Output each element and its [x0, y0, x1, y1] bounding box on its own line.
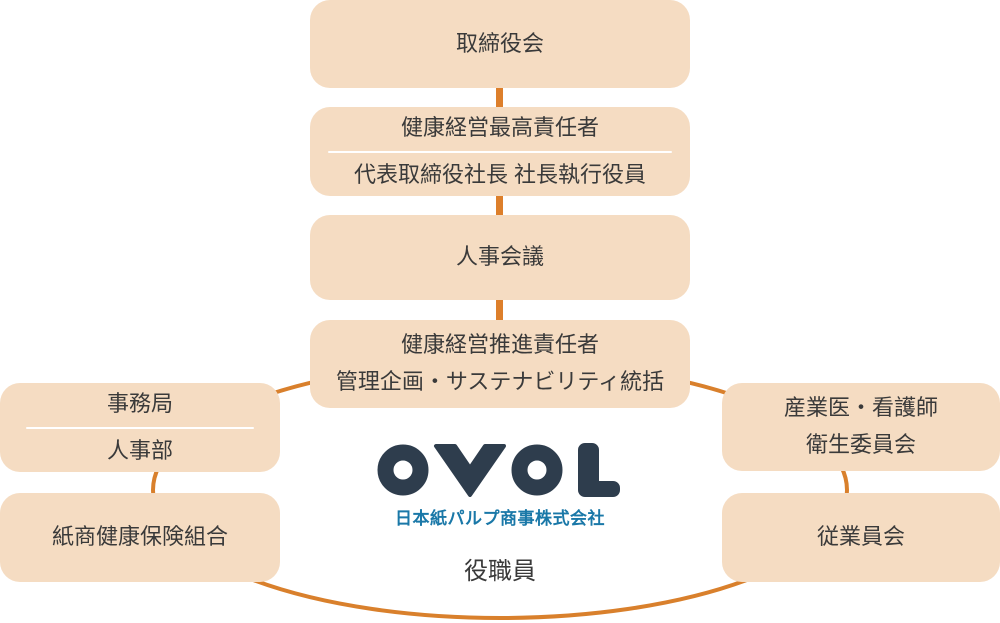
divider: [26, 426, 254, 429]
box-subtitle: 代表取締役社長 社長執行役員: [353, 161, 647, 187]
box-title: 健康経営推進責任者: [400, 332, 599, 358]
box-title: 健康経営最高責任者: [400, 114, 599, 140]
box-industrial-physician: 産業医・看護師 衛生委員会: [722, 383, 1000, 471]
box-line2: 衛生委員会: [805, 432, 916, 457]
connector-board-to-chief: [496, 87, 503, 108]
box-label: 取締役会: [455, 30, 544, 56]
box-secretariat: 事務局 人事部: [0, 383, 280, 472]
box-label: 紙商健康保険組合: [51, 524, 228, 550]
box-label: 従業員会: [816, 524, 905, 550]
box-line1: 産業医・看護師: [783, 395, 938, 421]
connector-chief-to-hr: [496, 195, 503, 216]
box-subtitle: 管理企画・サステナビリティ統括: [335, 369, 665, 394]
box-chief-health-officer: 健康経営最高責任者 代表取締役社長 社長執行役員: [310, 107, 690, 196]
connector-hr-to-promoter: [496, 299, 503, 321]
box-employee-association: 従業員会: [722, 493, 1000, 582]
box-insurance-union: 紙商健康保険組合: [0, 493, 280, 582]
box-hr-meeting: 人事会議: [310, 215, 690, 300]
ovol-logo: [377, 441, 623, 497]
divider: [328, 150, 672, 153]
box-label: 人事会議: [455, 244, 544, 270]
box-subtitle: 人事部: [106, 437, 173, 463]
ovol-logo-icon: [377, 443, 620, 497]
box-board-of-directors: 取締役会: [310, 0, 690, 88]
box-health-promotion-officer: 健康経営推進責任者 管理企画・サステナビリティ統括: [310, 320, 690, 408]
staff-label: 役職員: [464, 558, 536, 585]
box-title: 事務局: [106, 390, 173, 416]
company-name: 日本紙パルプ商事株式会社: [395, 509, 605, 528]
